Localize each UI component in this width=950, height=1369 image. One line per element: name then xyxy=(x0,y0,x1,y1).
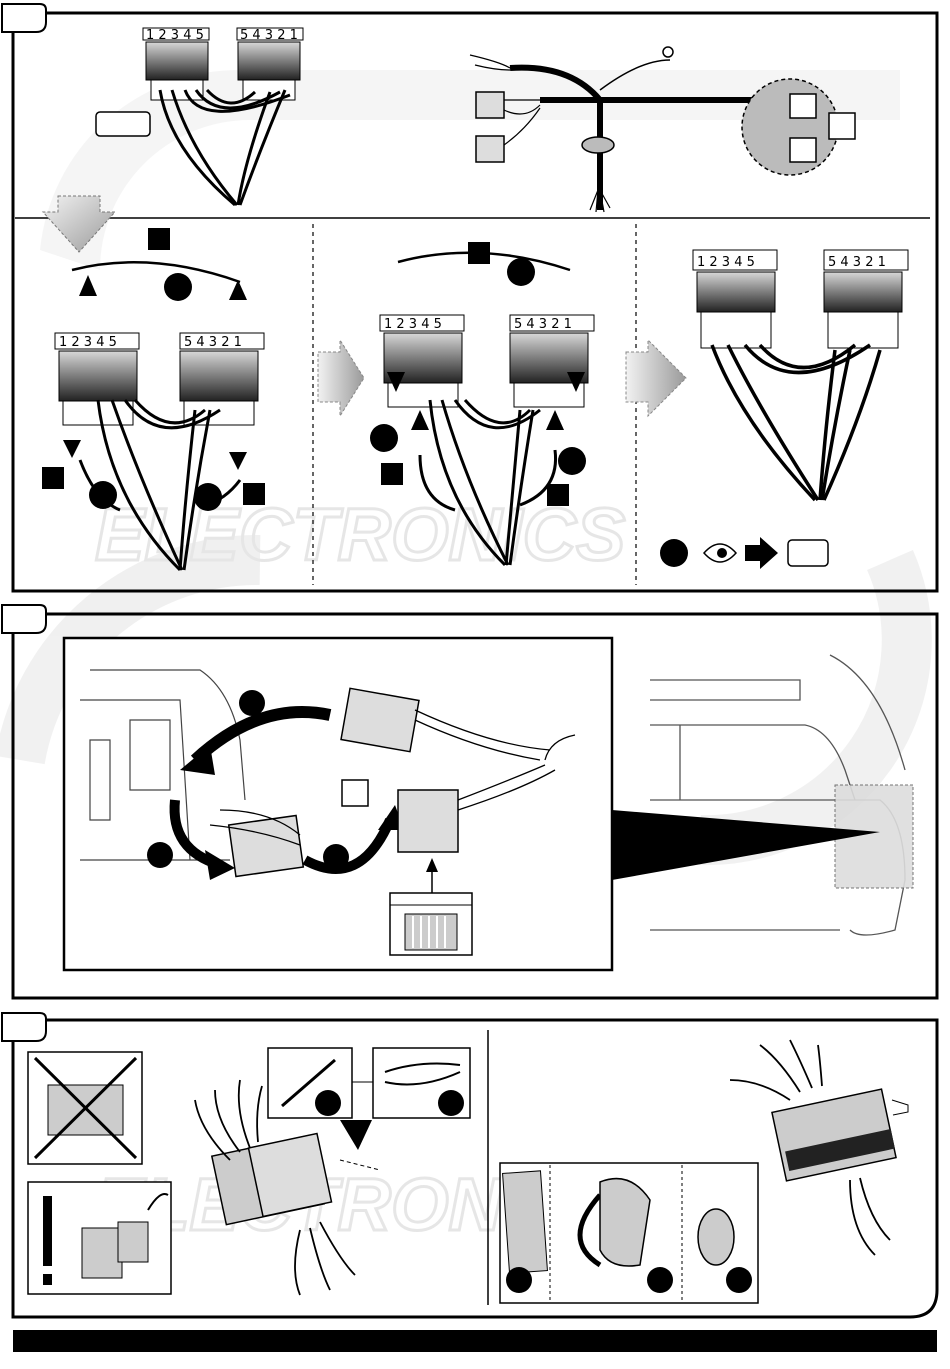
step-b-left-pins: 1 2 3 4 5 xyxy=(384,317,442,332)
panel-1-number-tab xyxy=(2,4,46,32)
detail-inset xyxy=(64,638,612,970)
step-b-right-pins: 5 4 3 2 1 xyxy=(514,317,572,332)
arrow-right-solid-icon xyxy=(745,537,778,569)
pin-numbers-left: 1 2 3 4 5 xyxy=(146,28,204,43)
step-circle xyxy=(164,273,192,301)
step-square xyxy=(148,228,170,250)
bottom-bar xyxy=(13,1330,937,1352)
arrow-right-icon-2 xyxy=(626,340,686,416)
step-c-right-pins: 5 4 3 2 1 xyxy=(828,255,886,270)
step-a-left-pins: 1 2 3 4 5 xyxy=(59,335,117,350)
step-a-right-pins: 5 4 3 2 1 xyxy=(184,335,242,350)
label-box-empty xyxy=(96,112,150,136)
pin-numbers-right: 5 4 3 2 1 xyxy=(240,28,298,43)
label-box-empty-2 xyxy=(829,113,855,139)
step-c-result: 1 2 3 4 5 5 4 3 2 1 xyxy=(660,250,908,569)
arrow-right-icon xyxy=(318,340,364,416)
step-c-left-pins: 1 2 3 4 5 xyxy=(697,255,755,270)
warning-exclamation-icon xyxy=(43,1196,52,1266)
